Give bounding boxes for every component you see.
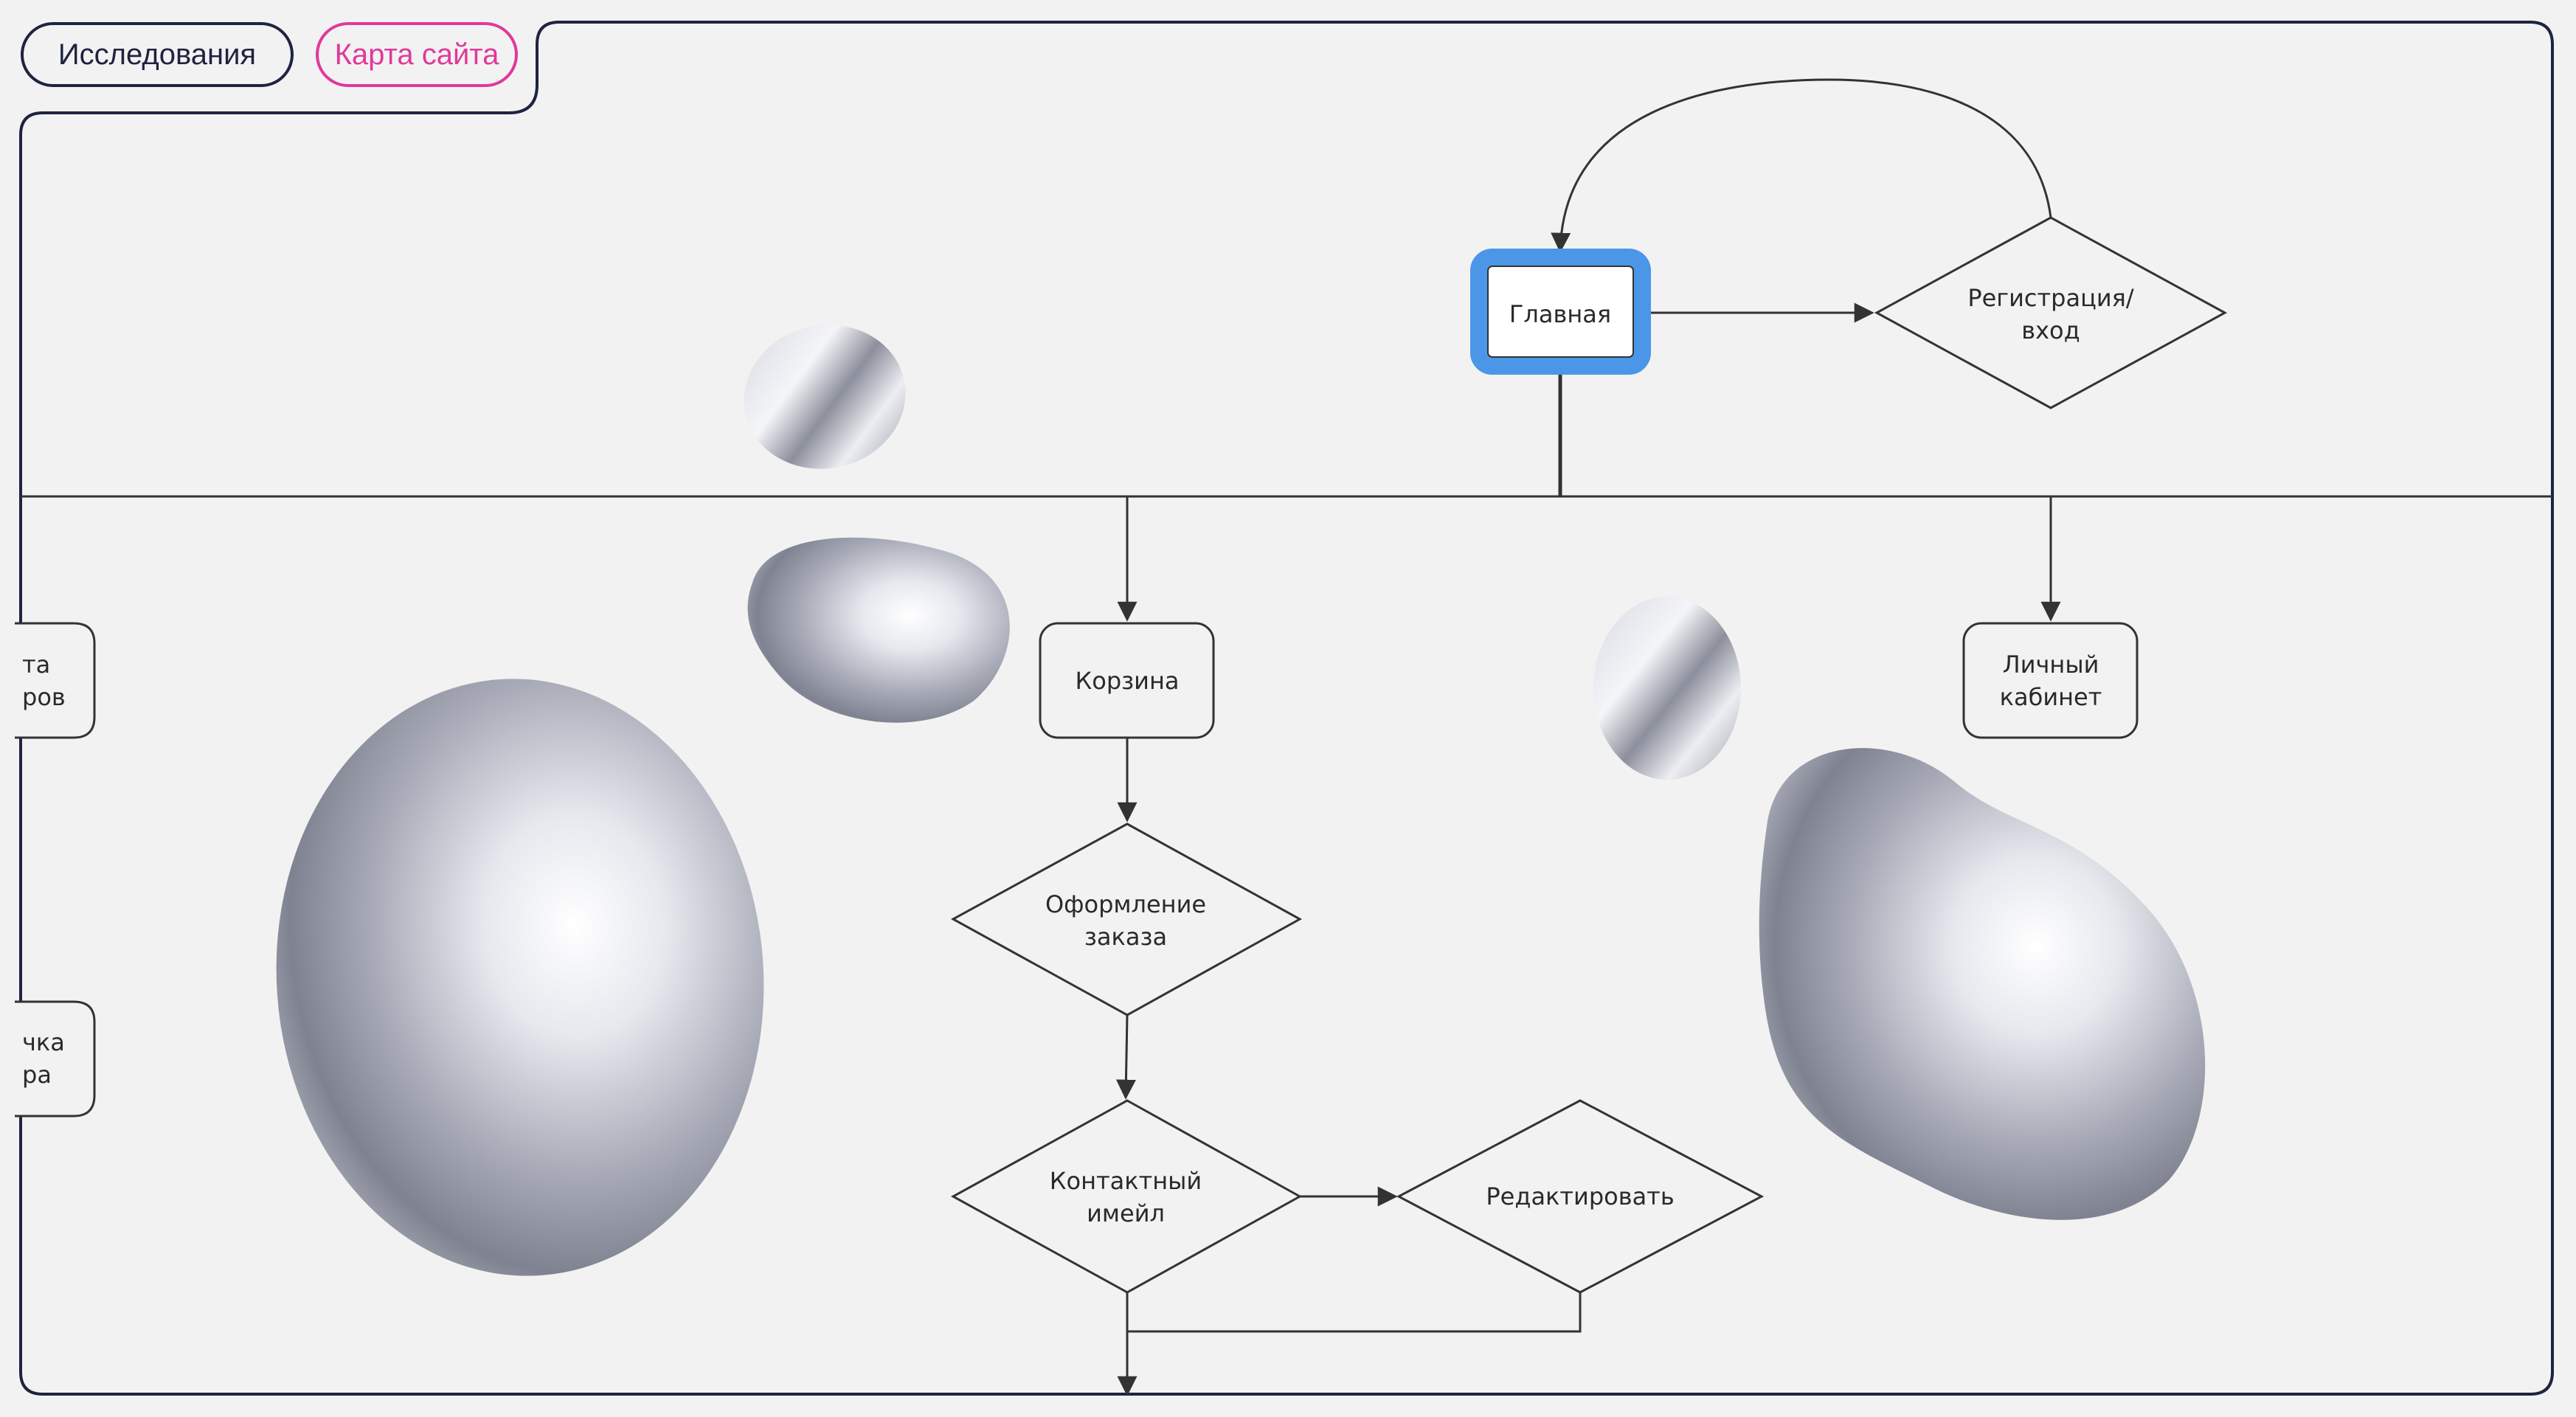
node-checkout-label-1: Оформление: [1045, 890, 1206, 918]
decorative-blobs: [276, 325, 2206, 1276]
node-email-label-2: имейл: [1087, 1199, 1165, 1227]
chrome-blob: [276, 679, 764, 1276]
connectors: [1115, 78, 2061, 1396]
node-home-label: Главная: [1509, 300, 1611, 328]
tab-research[interactable]: Исследования: [21, 22, 294, 87]
node-checkout[interactable]: Оформление заказа: [950, 822, 1303, 1016]
chrome-blob: [1593, 597, 1741, 780]
node-register-label-2: вход: [2021, 316, 2080, 344]
tab-sitemap[interactable]: Карта сайта: [316, 22, 518, 87]
node-register[interactable]: Регистрация/ вход: [1874, 216, 2228, 409]
node-edit[interactable]: Редактировать: [1396, 1099, 1765, 1294]
node-left-bottom-label-2: ра: [22, 1061, 52, 1089]
node-account[interactable]: Личный кабинет: [1962, 622, 2139, 739]
node-email[interactable]: Контактный имейл: [950, 1099, 1303, 1294]
node-left-top-label-1: та: [22, 651, 50, 679]
node-cart[interactable]: Корзина: [1039, 622, 1215, 739]
node-left-top[interactable]: та ров: [15, 622, 96, 739]
node-email-label-1: Контактный: [1050, 1167, 1202, 1195]
node-checkout-label-2: заказа: [1084, 923, 1167, 951]
node-cart-label: Корзина: [1076, 667, 1180, 695]
node-home[interactable]: Главная: [1470, 249, 1651, 375]
chrome-blob: [1759, 748, 2206, 1220]
node-left-bottom[interactable]: чка ра: [15, 1000, 96, 1118]
node-register-label-1: Регистрация/: [1967, 284, 2134, 312]
node-edit-label: Редактировать: [1486, 1182, 1674, 1210]
chrome-blob: [747, 537, 1010, 723]
node-left-top-label-2: ров: [22, 683, 66, 711]
node-left-bottom-label-1: чка: [22, 1028, 65, 1056]
node-account-label-1: Личный: [2003, 651, 2099, 679]
node-account-label-2: кабинет: [2000, 683, 2102, 711]
chrome-blob: [744, 325, 906, 469]
